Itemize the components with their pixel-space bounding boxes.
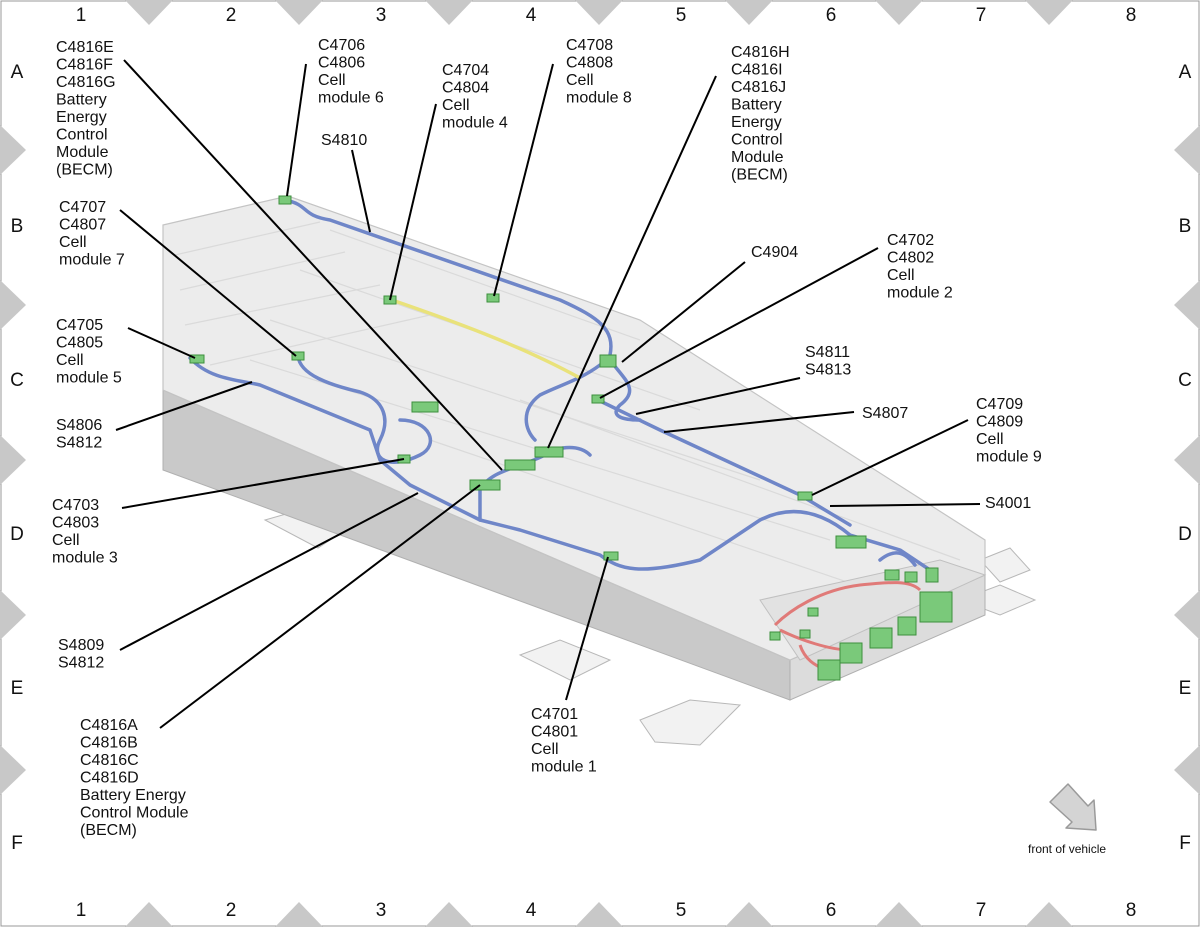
grid-col-7-bottom: 7 [976,900,987,921]
grid-col-5-bottom: 5 [676,900,687,921]
label-becm-c4816e-f-g: C4816E C4816F C4816G Battery Energy Cont… [56,39,120,179]
label-cell-module-8: C4708 C4808 Cell module 8 [566,37,632,107]
grid-row-b-right: B [1179,216,1192,237]
label-cell-module-3: C4703 C4803 Cell module 3 [52,497,118,567]
grid-col-6-bottom: 6 [826,900,837,921]
grid-row-a-left: A [11,62,24,83]
sense-wire-yellow [391,298,581,380]
grid-col-4-top: 4 [526,5,537,26]
label-s4806-s4812: S4806 S4812 [56,417,107,452]
grid-row-f-left: F [11,833,23,854]
mounting-brackets [263,509,1037,746]
grid-col-1-bottom: 1 [76,900,87,921]
label-cell-module-2: C4702 C4802 Cell module 2 [887,232,953,302]
grid-row-e-right: E [1179,678,1192,699]
label-cell-module-9: C4709 C4809 Cell module 9 [976,396,1042,466]
leader-lines [115,59,981,729]
grid-col-8-top: 8 [1126,5,1137,26]
label-s4809-s4812: S4809 S4812 [58,637,109,672]
grid-col-3-bottom: 3 [376,900,387,921]
label-s4811-s4813: S4811 S4813 [805,344,855,379]
grid-col-6-top: 6 [826,5,837,26]
label-c4904: C4904 [751,244,798,261]
grid-row-c-left: C [10,370,24,391]
label-cell-module-6: C4706 C4806 Cell module 6 [318,37,384,107]
label-cell-module-7: C4707 C4807 Cell module 7 [59,199,125,269]
label-becm-c4816h-i-j: C4816H C4816I C4816J Battery Energy Cont… [731,44,794,184]
grid-row-c-right: C [1178,370,1192,391]
grid-row-f-right: F [1179,833,1191,854]
label-s4810: S4810 [321,132,367,149]
grid-col-7-top: 7 [976,5,987,26]
grid-row-b-left: B [11,216,24,237]
label-s4807: S4807 [862,405,908,422]
front-of-vehicle-label: front of vehicle [1028,842,1106,856]
grid-col-5-top: 5 [676,5,687,26]
grid-col-1-top: 1 [76,5,87,26]
grid-row-a-right: A [1179,62,1192,83]
grid-col-4-bottom: 4 [526,900,537,921]
grid-col-8-bottom: 8 [1126,900,1137,921]
label-cell-module-1: C4701 C4801 Cell module 1 [531,706,597,776]
grid-row-d-right: D [1178,524,1192,545]
front-of-vehicle-arrow-icon [1049,783,1097,831]
grid-col-3-top: 3 [376,5,387,26]
label-cell-module-5: C4705 C4805 Cell module 5 [56,317,122,387]
label-s4001: S4001 [985,495,1031,512]
grid-col-2-top: 2 [226,5,237,26]
grid-row-e-left: E [11,678,24,699]
label-becm-c4816a-b-c-d: C4816A C4816B C4816C C4816D Battery Ener… [80,717,193,839]
grid-row-d-left: D [10,524,24,545]
label-cell-module-4: C4704 C4804 Cell module 4 [442,62,508,132]
grid-col-2-bottom: 2 [226,900,237,921]
